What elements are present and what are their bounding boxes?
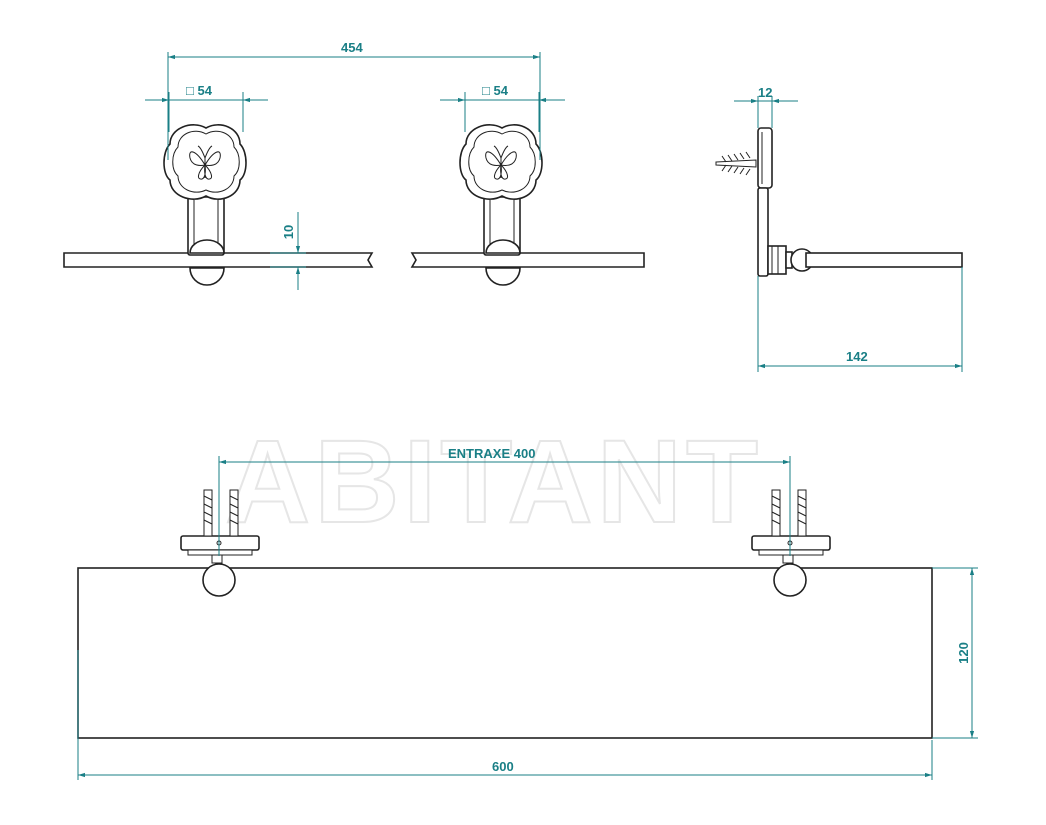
dimension-shelf-length: 600 (77, 650, 933, 780)
dimension-rosette-right: □ 54 (440, 83, 565, 132)
dimension-454: 454 (167, 40, 541, 160)
dimension-label: 600 (492, 759, 514, 774)
plan-view: ENTRAXE 400 120 600 (77, 446, 978, 780)
bracket-right (459, 124, 543, 286)
butterfly-icon (485, 145, 517, 180)
dimension-glass-thickness: 10 (270, 212, 306, 290)
dimension-centre-distance: ENTRAXE 400 (218, 446, 791, 556)
glass-shelf-plan (77, 567, 933, 739)
dimension-wall-plate: 12 (734, 85, 798, 128)
dimension-shelf-depth: 142 (757, 267, 963, 372)
watermark: ABITANT (225, 416, 762, 548)
dimension-label: 454 (341, 40, 363, 55)
glass-shelf-front-right (410, 252, 645, 268)
dimension-rosette-left: □ 54 (145, 83, 268, 132)
dimension-label: ENTRAXE 400 (448, 446, 535, 461)
front-view: 454 □ 54 □ 54 10 (63, 40, 645, 290)
dimension-label: □ 54 (186, 83, 213, 98)
dimension-label: 12 (758, 85, 772, 100)
wall-anchor (715, 151, 757, 176)
butterfly-icon (189, 145, 221, 180)
dimension-label: 142 (846, 349, 868, 364)
dimension-label: □ 54 (482, 83, 509, 98)
bracket-left (163, 124, 247, 286)
dimension-shelf-height: 120 (932, 567, 978, 739)
glass-shelf-side (805, 252, 963, 268)
dimension-label: 120 (956, 642, 971, 664)
wall-plate (757, 127, 773, 189)
side-view: 12 142 (715, 85, 963, 372)
mount-left (180, 489, 260, 597)
glass-shelf-front-left (63, 252, 374, 268)
dimension-label: 10 (281, 225, 296, 239)
